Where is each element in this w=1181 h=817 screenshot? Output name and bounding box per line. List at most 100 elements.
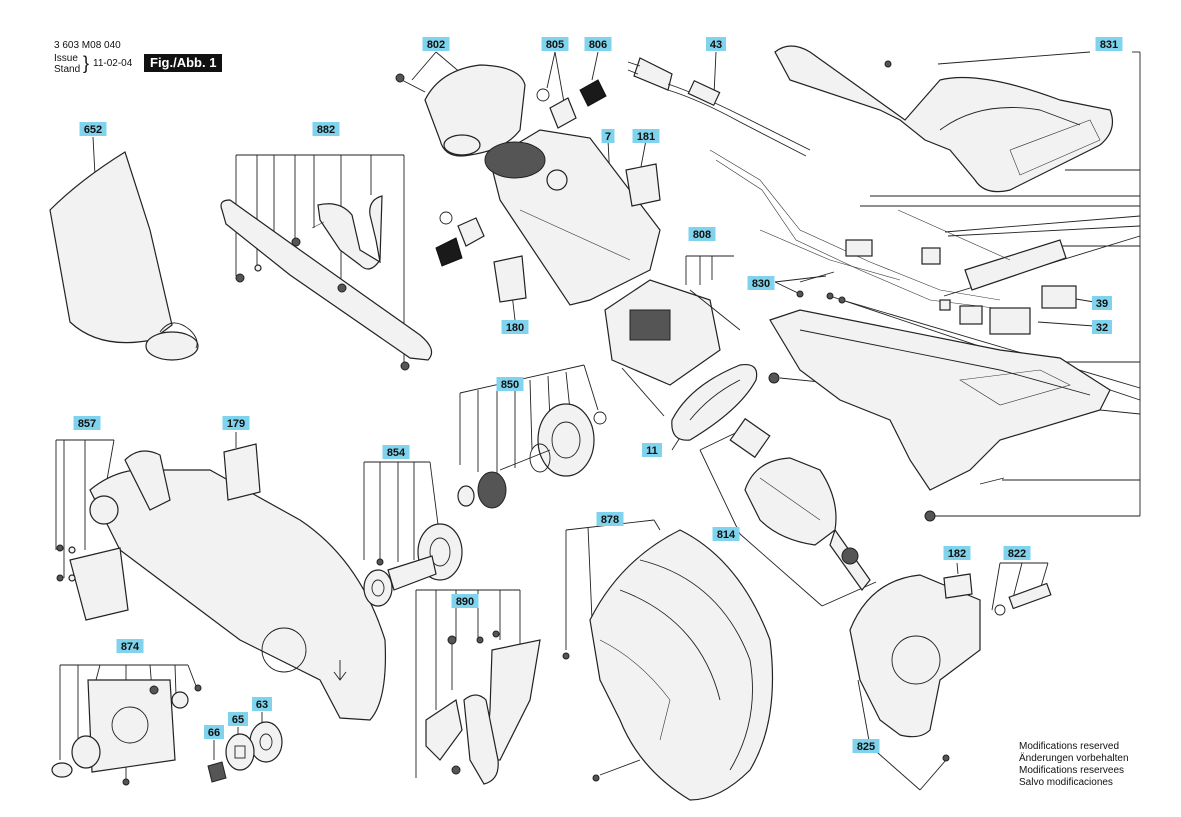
callout-number: 802 [427, 39, 445, 51]
callout-number: 181 [637, 131, 655, 143]
callout-background [204, 725, 224, 739]
dust-bag-part [49, 151, 199, 361]
guard-linkage-part [425, 630, 541, 785]
callout-802: 802 [422, 37, 450, 51]
upper-blade-guard-part [56, 450, 386, 721]
label-181-part [625, 163, 661, 207]
stator-part [604, 279, 741, 417]
notice-line-fr: Modifications reservees [1019, 765, 1125, 776]
callout-number: 882 [317, 124, 335, 136]
callout-882: 882 [312, 122, 340, 136]
label-179-part [223, 443, 261, 501]
callout-number: 63 [256, 699, 268, 711]
callout-background [852, 739, 880, 753]
callout-number: 850 [501, 379, 519, 391]
callout-background [1092, 320, 1112, 334]
callout-878: 878 [596, 512, 624, 526]
callout-background [642, 443, 662, 457]
callout-number: 874 [121, 641, 140, 653]
callout-number: 890 [456, 596, 474, 608]
callout-background [451, 594, 479, 608]
motor-housing-part [484, 129, 661, 306]
callout-number: 814 [717, 529, 736, 541]
callout-labels: 802 805 806 43 831 652 882 7 181 808 830 39 32 180 850… [73, 37, 1123, 753]
callout-63: 63 [252, 697, 272, 711]
callout-890: 890 [451, 594, 479, 608]
notice-line-en: Modifications reserved [1019, 741, 1120, 752]
callout-number: 822 [1008, 548, 1026, 560]
callout-805: 805 [541, 37, 569, 51]
notice-line-de: Änderungen vorbehalten [1019, 753, 1129, 764]
callout-background [706, 37, 726, 51]
callout-number: 43 [710, 39, 722, 51]
callout-background [1092, 296, 1112, 310]
callout-7: 7 [601, 129, 615, 143]
callout-number: 854 [387, 447, 406, 459]
callout-857: 857 [73, 416, 101, 430]
callout-background [632, 129, 660, 143]
callout-background [501, 320, 529, 334]
callout-830: 830 [747, 276, 775, 290]
modifications-notice: Modifications reserved Änderungen vorbeh… [1019, 741, 1129, 789]
motor-screws-part [796, 271, 846, 304]
callout-806: 806 [584, 37, 612, 51]
callout-background [228, 712, 248, 726]
callout-background [252, 697, 272, 711]
callout-background [422, 37, 450, 51]
callout-background [601, 129, 615, 143]
callout-number: 808 [693, 229, 711, 241]
callout-number: 805 [546, 39, 564, 51]
callout-number: 182 [948, 548, 966, 560]
callout-number: 830 [752, 278, 770, 290]
fan-housing-part [849, 573, 1052, 762]
callout-number: 652 [84, 124, 102, 136]
figure-label: Fig./Abb. 1 [144, 54, 223, 72]
callout-874: 874 [116, 639, 144, 653]
callout-background [747, 276, 775, 290]
fan-baffle-part [671, 363, 780, 441]
callout-11: 11 [642, 443, 662, 457]
callout-number: 857 [78, 418, 96, 430]
issue-date: 11-02-04 [93, 58, 133, 69]
lower-housing-part [769, 309, 1111, 522]
motor-cap-part [395, 64, 526, 157]
wiring-harness-part [709, 149, 1077, 335]
callout-number: 806 [589, 39, 607, 51]
callout-background [1003, 546, 1031, 560]
callout-number: 39 [1096, 298, 1108, 310]
gear-assembly-part [457, 403, 607, 509]
callout-number: 180 [506, 322, 524, 334]
spindle-gear-part [363, 523, 463, 607]
callout-background [222, 416, 250, 430]
notice-line-es: Salvo modificaciones [1019, 777, 1113, 788]
callout-background [382, 445, 410, 459]
armature-part [729, 417, 871, 591]
power-cord-part [627, 57, 811, 157]
blade-flanges-part [207, 721, 283, 783]
callout-179: 179 [222, 416, 250, 430]
stand-label: Stand [54, 64, 81, 75]
callout-181: 181 [632, 129, 660, 143]
callout-39: 39 [1092, 296, 1112, 310]
handle-part [774, 45, 1113, 193]
callout-850: 850 [496, 377, 524, 391]
label-180-part [493, 255, 527, 303]
callout-background [312, 122, 340, 136]
callout-66: 66 [204, 725, 224, 739]
document-number: 3 603 M08 040 [54, 40, 121, 51]
callout-652: 652 [79, 122, 107, 136]
callout-number: 831 [1100, 39, 1118, 51]
callout-background [712, 527, 740, 541]
callout-number: 11 [646, 445, 658, 457]
callout-182: 182 [943, 546, 971, 560]
callout-43: 43 [706, 37, 726, 51]
callout-822: 822 [1003, 546, 1031, 560]
callout-number: 65 [232, 714, 244, 726]
callout-background [79, 122, 107, 136]
callout-number: 32 [1096, 322, 1108, 334]
brace-glyph: } [83, 53, 90, 73]
callout-background [688, 227, 716, 241]
cover-plate-part [51, 679, 202, 786]
callout-background [584, 37, 612, 51]
callout-180: 180 [501, 320, 529, 334]
